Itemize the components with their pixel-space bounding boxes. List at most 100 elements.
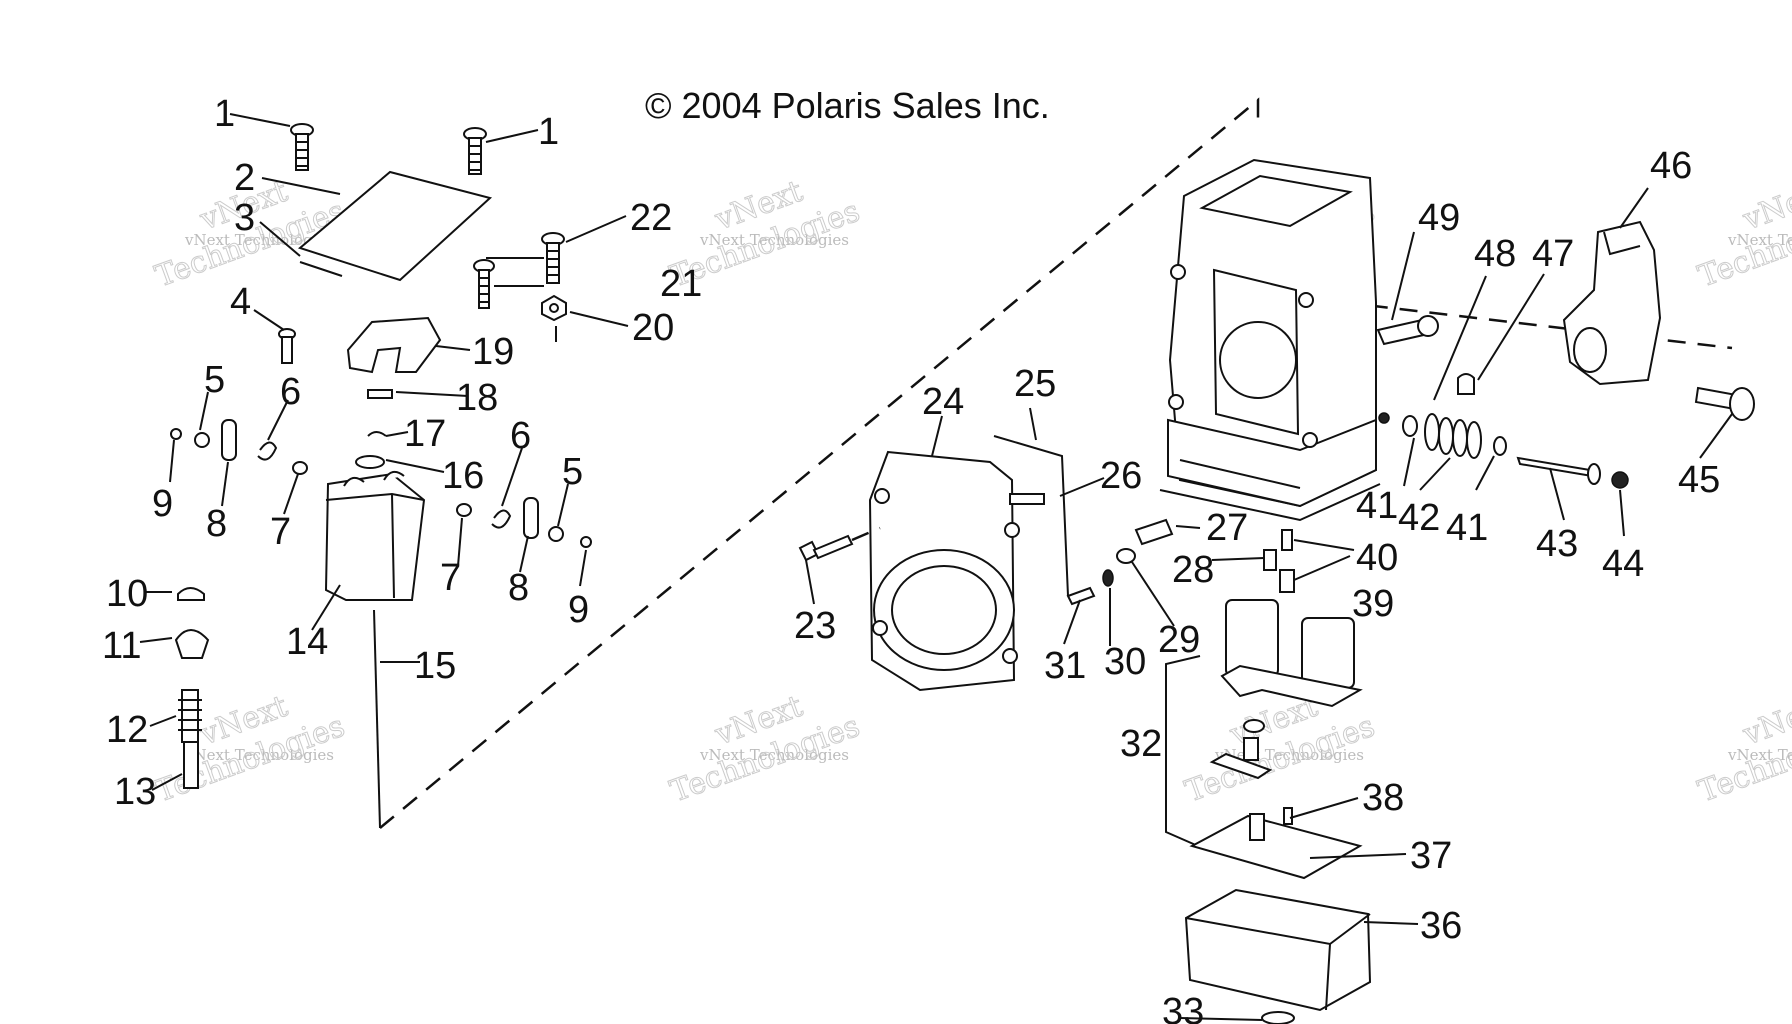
callout-8-left: 8: [206, 503, 227, 545]
callout-39: 39: [1352, 583, 1394, 625]
callout-29: 29: [1158, 619, 1200, 661]
washer-part-9a: [170, 428, 182, 440]
pin-part-37: [1249, 813, 1265, 841]
callout-44: 44: [1602, 543, 1644, 585]
callout-18: 18: [456, 377, 498, 419]
callout-32: 32: [1120, 723, 1162, 765]
callout-8-right: 8: [508, 567, 529, 609]
callout-41-right: 41: [1446, 507, 1488, 549]
watermark-text: vNext Technologies: [699, 746, 849, 764]
callout-6-left: 6: [280, 371, 301, 413]
left-group-parts: [170, 123, 592, 829]
callout-15: 15: [414, 645, 456, 687]
gasket-part-37: [1189, 814, 1363, 880]
screw-part-1a: [290, 123, 314, 171]
callout-28: 28: [1172, 549, 1214, 591]
callout-labels: 1 1 2 3 4 5 6 7 8 9 10 11 12 13 14 15 16…: [102, 93, 1720, 1024]
washer-part-41b: [1493, 436, 1507, 456]
callout-40: 40: [1356, 537, 1398, 579]
bushing-part-7a: [292, 461, 308, 475]
bracket-32: [1165, 655, 1201, 847]
plunger-part-13: [183, 741, 199, 789]
intake-plate-part-24: [868, 450, 1045, 692]
spring-part-12: [178, 689, 202, 743]
cap-part-47: [1457, 373, 1475, 395]
cap-part-44: [1611, 471, 1629, 489]
callout-49: 49: [1418, 197, 1460, 239]
callout-38: 38: [1362, 777, 1404, 819]
callout-4: 4: [230, 281, 251, 323]
callout-10: 10: [106, 573, 148, 615]
bracket-part-19: [346, 316, 442, 374]
spring-clip-part-6a: [257, 441, 278, 461]
callout-33: 33: [1162, 991, 1204, 1024]
rod-part-15: [373, 609, 381, 829]
callout-1-left: 1: [214, 93, 235, 135]
choke-housing-part-46: [1562, 220, 1662, 386]
callout-45: 45: [1678, 459, 1720, 501]
callout-5-right: 5: [562, 451, 583, 493]
callout-43: 43: [1536, 523, 1578, 565]
nut-part-20: [541, 294, 567, 342]
spring-clip-part-6b: [491, 509, 512, 529]
watermark-7: vNext Technologies vNext Technologies: [1180, 688, 1380, 810]
clip-part-18: [367, 389, 393, 399]
watermark-5: vNext Technologies vNext Technologies: [150, 688, 350, 810]
callout-30: 30: [1104, 641, 1146, 683]
callout-12: 12: [106, 709, 148, 751]
spring-part-27: [1134, 518, 1174, 546]
callout-41-left: 41: [1356, 485, 1398, 527]
leader-lines: [139, 113, 1733, 1021]
callout-1-right: 1: [538, 111, 559, 153]
watermark-text: vNext Technologies: [1727, 746, 1792, 764]
callout-17: 17: [404, 413, 446, 455]
watermark-6: vNext Technologies vNext Technologies: [665, 688, 865, 810]
oring-part-30: [1102, 569, 1114, 587]
callout-14: 14: [286, 621, 328, 663]
callout-36: 36: [1420, 905, 1462, 947]
clip-part-17: [367, 431, 387, 437]
callout-5-left: 5: [204, 359, 225, 401]
watermark-text: vNext Technologies: [184, 231, 334, 249]
washer-part-29: [1116, 548, 1136, 564]
watermark-text: vNext Technologies: [699, 231, 849, 249]
ring-part-16: [355, 455, 385, 469]
jet-part-39: [1279, 569, 1295, 593]
washer-part-33: [1261, 1011, 1295, 1024]
axis-line-right: [1339, 300, 1733, 350]
cover-plate: [297, 170, 493, 282]
washer-part-9b: [580, 536, 592, 548]
plate-part-8a: [221, 419, 237, 461]
cap-part-10: [177, 587, 205, 601]
callout-46: 46: [1650, 145, 1692, 187]
jet-part-40: [1281, 529, 1293, 551]
watermark-4: vNext Technologies vNext Technologies: [1693, 173, 1792, 295]
callout-27: 27: [1206, 507, 1248, 549]
callout-9-left: 9: [152, 483, 173, 525]
copyright-text: © 2004 Polaris Sales Inc.: [645, 85, 1050, 126]
callout-47: 47: [1532, 233, 1574, 275]
callout-22: 22: [630, 197, 672, 239]
needle-part-25: [993, 435, 1069, 597]
callout-42: 42: [1398, 497, 1440, 539]
float-part-32: [1220, 599, 1363, 708]
callout-11: 11: [102, 625, 141, 667]
callout-19: 19: [472, 331, 514, 373]
nut-part-5b: [548, 526, 564, 542]
callout-20: 20: [632, 307, 674, 349]
screw-part-22: [541, 232, 565, 284]
callout-9-right: 9: [568, 589, 589, 631]
reed-block-part-14: [324, 470, 426, 601]
assembly-divider: [379, 97, 1260, 829]
float-bowl-part-36: [1184, 888, 1372, 1012]
callout-3: 3: [234, 197, 255, 239]
callout-7-left: 7: [270, 511, 291, 553]
callout-13: 13: [114, 771, 156, 813]
callout-2: 2: [234, 157, 255, 199]
plate-part-8b: [523, 497, 539, 539]
plunger-part-43: [1516, 456, 1601, 485]
screw-part-4: [278, 328, 296, 364]
washer-part-41a: [1402, 415, 1418, 437]
callout-26: 26: [1100, 455, 1142, 497]
